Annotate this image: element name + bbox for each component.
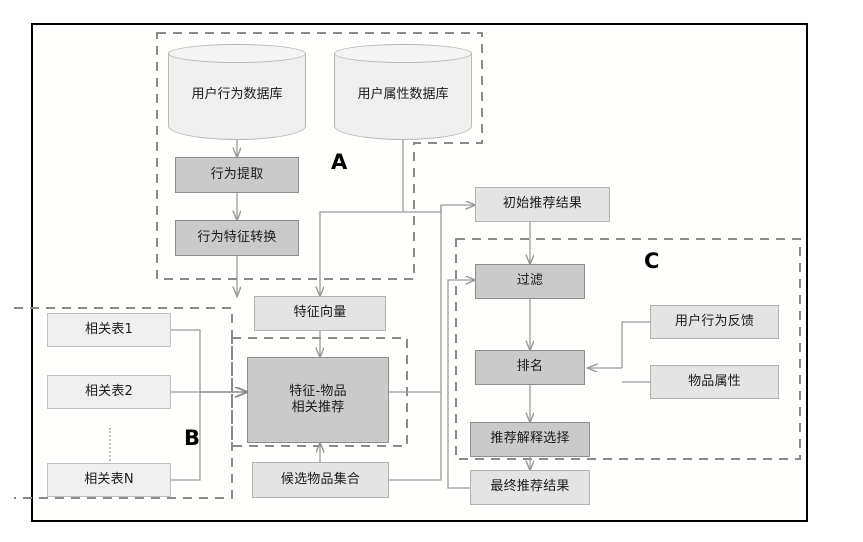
database-user-attribute-label: 用户属性数据库	[357, 86, 449, 102]
node-user-behavior-feedback-label: 用户行为反馈	[674, 313, 755, 329]
ellipsis-dots	[109, 428, 113, 468]
node-related-table-n: 相关表N	[47, 463, 171, 497]
node-feature-item-recommendation: 特征-物品 相关推荐	[247, 357, 389, 443]
node-behavior-extraction-label: 行为提取	[210, 166, 264, 182]
node-related-table-1: 相关表1	[47, 313, 171, 347]
node-initial-recommendation: 初始推荐结果	[475, 187, 610, 222]
node-related-table-2-label: 相关表2	[84, 383, 134, 399]
cylinder-body	[334, 53, 472, 140]
database-user-attribute: 用户属性数据库	[334, 44, 472, 140]
node-ranking: 排名	[475, 350, 585, 385]
node-filter: 过滤	[475, 264, 585, 299]
node-explanation-selection-label: 推荐解释选择	[490, 431, 570, 447]
node-user-behavior-feedback: 用户行为反馈	[650, 305, 779, 339]
node-filter-label: 过滤	[516, 273, 544, 289]
node-feature-item-recommendation-label-line1: 特征-物品	[289, 383, 347, 399]
node-item-attribute: 物品属性	[650, 365, 779, 399]
node-behavior-extraction: 行为提取	[175, 157, 299, 193]
node-related-table-n-label: 相关表N	[84, 471, 134, 487]
node-related-table-1-label: 相关表1	[84, 321, 134, 337]
node-final-recommendation: 最终推荐结果	[470, 470, 590, 505]
node-feature-vector-label: 特征向量	[293, 305, 347, 321]
node-explanation-selection: 推荐解释选择	[470, 422, 590, 457]
node-initial-recommendation-label: 初始推荐结果	[502, 196, 583, 212]
node-final-recommendation-label: 最终推荐结果	[490, 479, 570, 495]
region-c-label: C	[644, 249, 660, 273]
cylinder-top	[334, 44, 472, 63]
node-feature-vector: 特征向量	[254, 296, 386, 331]
database-user-behavior: 用户行为数据库	[168, 44, 306, 140]
node-ranking-label: 排名	[516, 359, 544, 375]
region-b-label: B	[184, 426, 201, 450]
database-user-behavior-label: 用户行为数据库	[191, 86, 283, 102]
node-candidate-item-set: 候选物品集合	[252, 462, 389, 498]
node-item-attribute-label: 物品属性	[688, 373, 741, 389]
node-feature-item-recommendation-label-line2: 相关推荐	[291, 400, 345, 415]
node-related-table-2: 相关表2	[47, 375, 171, 409]
node-candidate-item-set-label: 候选物品集合	[280, 471, 361, 487]
cylinder-top	[168, 44, 306, 63]
node-behavior-feature-transform-label: 行为特征转换	[197, 229, 277, 245]
node-behavior-feature-transform: 行为特征转换	[175, 220, 299, 256]
cylinder-body	[168, 53, 306, 140]
region-a-label: A	[331, 150, 348, 174]
